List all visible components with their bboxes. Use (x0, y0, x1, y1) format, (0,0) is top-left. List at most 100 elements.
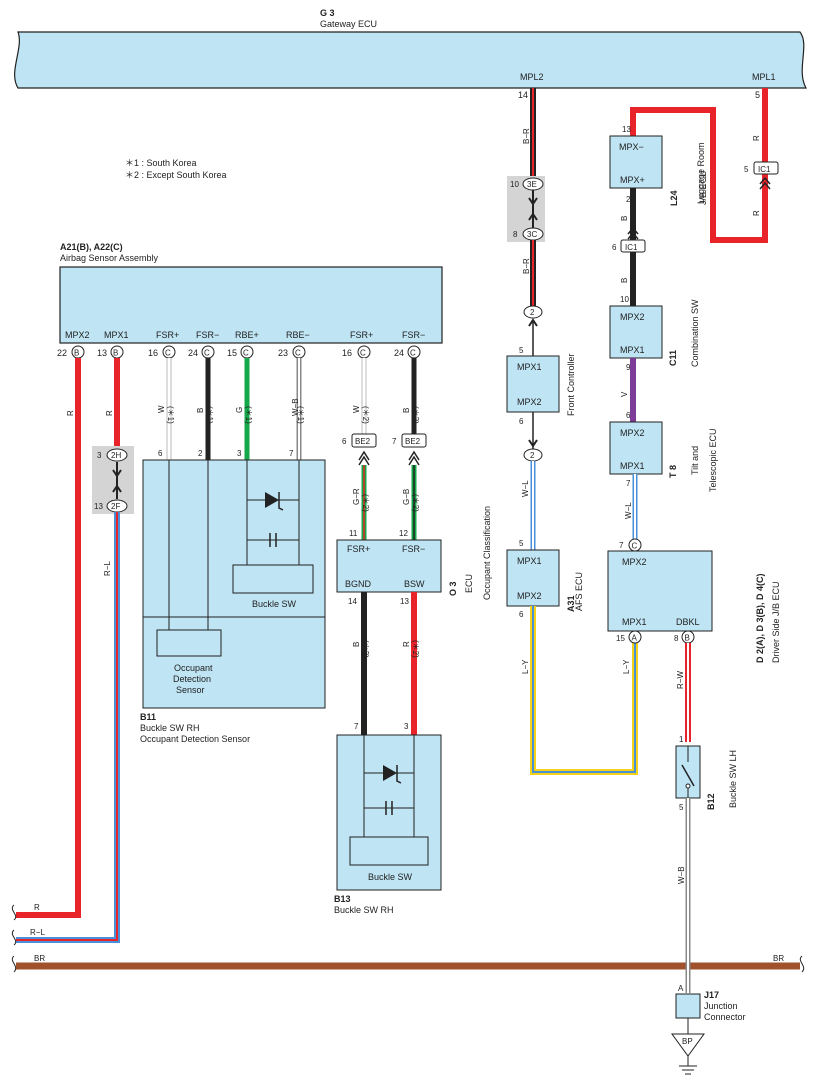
driver-side-jb-ecu (607, 550, 713, 632)
junction-label: IC1 (758, 165, 771, 174)
wire-label: BR (34, 954, 45, 963)
junction-label: BE2 (405, 437, 421, 446)
conn-letter: B (113, 349, 118, 358)
conn-letter: C (204, 349, 210, 358)
pin-num: 13 (97, 348, 107, 358)
connector-arrows (112, 469, 122, 493)
wire-label: R (66, 410, 75, 416)
pin-num: 14 (348, 597, 357, 606)
wire-label: V (620, 391, 629, 397)
pin-label: MPX1 (620, 461, 645, 471)
wire-label: R (402, 641, 411, 647)
wire-label: B−R (522, 128, 531, 144)
ods-label: Sensor (176, 685, 205, 695)
pin-num: 6 (158, 449, 163, 458)
c11-name: Combination SW (690, 299, 700, 367)
pin-num: 16 (342, 348, 352, 358)
pin-num: 5 (679, 803, 684, 812)
j17-code: J17 (704, 990, 719, 1000)
wire-label: G−R (352, 488, 361, 505)
o3-name: Occupant Classification (482, 506, 492, 600)
connector-arrow (528, 439, 538, 448)
note-mark: (＊1) (296, 406, 305, 424)
a31-code: A31 (566, 595, 576, 612)
ground-point-bp (671, 1033, 705, 1057)
airbag-pin-labels: MPX2 MPX1 FSR+ FSR− RBE+ RBE− FSR+ FSR− (65, 330, 425, 340)
junction-label: 2F (111, 502, 120, 511)
pin-num: 23 (278, 348, 288, 358)
pin-label: RBE− (286, 330, 310, 340)
junction-label: 3E (527, 180, 537, 189)
wire-label: B−R (522, 258, 531, 274)
wire-label: B (196, 408, 205, 413)
pin-label: MPX2 (620, 312, 645, 322)
wire-label: B (620, 278, 629, 283)
b13-name: Buckle SW RH (334, 905, 394, 915)
pin-label: MPX2 (622, 557, 647, 567)
pin-num: 2 (198, 449, 203, 458)
o3-occupant-classification-ecu (336, 539, 442, 593)
conn-letter: A (632, 634, 638, 643)
pin-num: 8 (513, 230, 518, 239)
wire-label: G (235, 407, 244, 413)
t8-name: Telescopic ECU (708, 428, 718, 492)
pin-label: BGND (345, 579, 372, 589)
pin-num: 7 (392, 437, 397, 446)
t8-name: Tilt and (690, 446, 700, 475)
gateway-ecu-box (14, 31, 808, 89)
b11-buckle-sw (232, 564, 314, 594)
connector-arrows (358, 450, 420, 466)
pin-label: FSR− (402, 544, 425, 554)
pin-num: 5 (519, 539, 524, 548)
pin-num: 13 (94, 502, 103, 511)
zener-bar (396, 765, 402, 784)
ods-label: Occupant (174, 663, 213, 673)
wire-label: BR (773, 954, 784, 963)
wire-l-y-stripe (532, 606, 636, 773)
pin-label: MPX1 (104, 330, 129, 340)
conn-letter: B (74, 349, 79, 358)
pin-label: FSR+ (347, 544, 370, 554)
gateway-code: G 3 (320, 8, 335, 18)
j17-name: Connector (704, 1012, 746, 1022)
d2-code: D 2(A), D 3(B), D 4(C) (755, 573, 765, 663)
junction-label: 2 (530, 451, 535, 460)
pin-num: 5 (519, 346, 524, 355)
note-mark: (＊2) (411, 406, 420, 424)
l24-name: Luggage Room (696, 142, 706, 204)
pin-label: RBE+ (235, 330, 259, 340)
occupant-detection-sensor (156, 629, 222, 657)
front-controller-name: Front Controller (566, 353, 576, 416)
pin-num: 24 (394, 348, 404, 358)
pin-num: A (678, 984, 684, 993)
wire-label: G−B (402, 489, 411, 505)
break-marks-left (11, 904, 17, 973)
j17-name: Junction (704, 1001, 738, 1011)
l24-code: L24 (669, 190, 679, 206)
pin-num: 8 (674, 634, 679, 643)
wire-label: W−B (677, 866, 686, 884)
o3-code: O 3 (448, 581, 458, 596)
conn-letter: C (165, 349, 171, 358)
pin-num: 14 (518, 90, 528, 100)
note-mark: (＊1) (166, 406, 175, 424)
pin-label: MPX1 (622, 617, 647, 627)
pin-num: 15 (227, 348, 237, 358)
pin-label: MPX1 (517, 556, 542, 566)
gateway-pin-mpl1: MPL1 (752, 72, 776, 82)
b11-name: Buckle SW RH (140, 723, 200, 733)
airbag-code: A21(B), A22(C) (60, 242, 123, 252)
pin-label: MPX2 (620, 428, 645, 438)
ground-icon (679, 1056, 697, 1075)
conn-letter: C (632, 542, 638, 551)
front-controller-box (506, 355, 560, 413)
pin-num: 3 (97, 451, 102, 460)
pin-num: 22 (57, 348, 67, 358)
pin-label: BSW (404, 579, 425, 589)
pin-label: MPX2 (517, 397, 542, 407)
a31-name: AFS ECU (574, 572, 584, 611)
o3-name: ECU (464, 574, 474, 593)
airbag-pin-connectors: 22 B 13 B 16 C 24 C 15 C 23 C 16 C 24 C (57, 345, 421, 359)
t8-code: T 8 (668, 465, 678, 478)
